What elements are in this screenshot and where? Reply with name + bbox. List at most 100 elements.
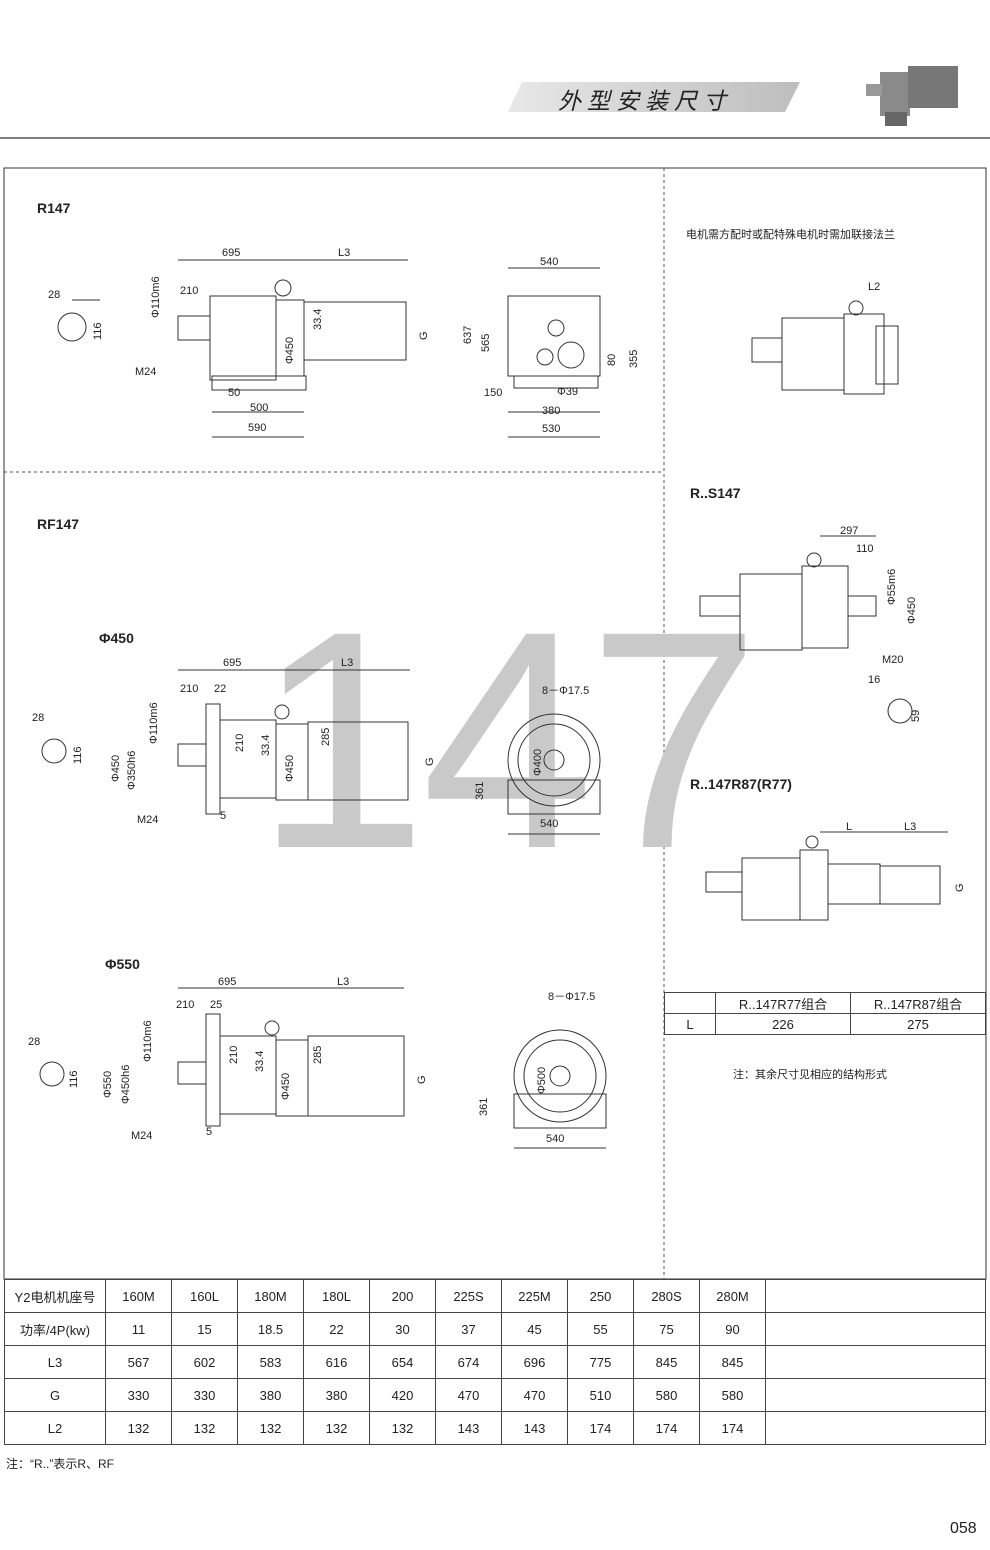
table-cell: 580 <box>699 1378 766 1412</box>
table-cell: 330 <box>171 1378 238 1412</box>
table-cell: 143 <box>435 1411 502 1445</box>
r147r87-dim-l3: L3 <box>904 821 917 833</box>
table-cell: L2 <box>4 1411 106 1445</box>
table-cell: 132 <box>105 1411 172 1445</box>
table-cell: 160L <box>171 1279 238 1313</box>
r147-side-637: 637 <box>462 325 474 344</box>
r147-side-565: 565 <box>480 333 492 352</box>
r147-dim-500: 500 <box>250 402 269 414</box>
f550-dim-28: 28 <box>28 1036 41 1048</box>
table-cell: 470 <box>435 1378 502 1412</box>
f450-dim-361: 361 <box>474 781 486 800</box>
table-cell: 143 <box>501 1411 568 1445</box>
table-cell: G <box>4 1378 106 1412</box>
table-cell: 132 <box>369 1411 436 1445</box>
table-cell <box>765 1378 986 1412</box>
f450-dim-33: 33.4 <box>260 734 272 756</box>
table-cell: 15 <box>171 1312 238 1346</box>
rs147-dim-450: Φ450 <box>906 596 918 624</box>
f450-dim-m24: M24 <box>137 814 159 826</box>
f550-dim-285: 285 <box>312 1045 324 1064</box>
table-cell <box>765 1312 986 1346</box>
table-cell: 18.5 <box>237 1312 304 1346</box>
table-cell: 510 <box>567 1378 634 1412</box>
r147r87-title: R..147R87(R77) <box>690 776 792 792</box>
r147-dim-m24: M24 <box>135 366 157 378</box>
footnote: 注：“R..”表示R、RF <box>6 1457 114 1471</box>
f450-dim-695: 695 <box>223 657 242 669</box>
rf147-f450-title: Φ450 <box>99 630 134 646</box>
r147-dim-590: 590 <box>248 422 267 434</box>
flange-dim-l2: L2 <box>868 281 881 293</box>
table-cell: 845 <box>633 1345 700 1379</box>
table-cell: 580 <box>633 1378 700 1412</box>
table-cell: 75 <box>633 1312 700 1346</box>
table-cell: 132 <box>303 1411 370 1445</box>
table-cell: 674 <box>435 1345 502 1379</box>
r147-dim-50: 50 <box>228 387 241 399</box>
combo-cell: 275 <box>850 1013 986 1035</box>
table-cell: 330 <box>105 1378 172 1412</box>
table-cell: 567 <box>105 1345 172 1379</box>
f450-dim-116: 116 <box>72 746 84 764</box>
f450-dim-pcd: Φ400 <box>532 748 544 776</box>
f450-dim-5: 5 <box>220 810 227 822</box>
table-cell: 775 <box>567 1345 634 1379</box>
spec-table: Y2电机机座号 160M 160L 180M 180L 200 225S 225… <box>4 1279 986 1445</box>
combo-header-cell: R..147R77组合 <box>715 992 851 1014</box>
f550-dim-m24: M24 <box>131 1130 153 1142</box>
table-cell: 845 <box>699 1345 766 1379</box>
f450-dim-285: 285 <box>320 727 332 746</box>
table-cell <box>765 1411 986 1445</box>
r147-side-355: 355 <box>628 349 640 368</box>
table-cell: 37 <box>435 1312 502 1346</box>
r147-title: R147 <box>37 200 71 216</box>
f450-dim-g: G <box>424 757 436 766</box>
f450-dim-m450: Φ450 <box>284 754 296 782</box>
f550-dim-5: 5 <box>206 1126 213 1138</box>
r147-dim-116: 116 <box>92 322 104 340</box>
r147-side-150: 150 <box>484 387 503 399</box>
combo-table: R..147R77组合 R..147R87组合 L 226 275 <box>664 992 986 1035</box>
gearmotor-thumbnail-icon <box>866 66 958 126</box>
f550-dim-phi450: Φ450h6 <box>120 1064 132 1104</box>
table-cell: 470 <box>501 1378 568 1412</box>
table-cell <box>765 1279 986 1313</box>
rs147-dim-16: 16 <box>868 674 881 686</box>
f550-dim-116: 116 <box>68 1070 80 1088</box>
f550-dim-361: 361 <box>478 1097 490 1116</box>
combo-header-cell <box>664 992 716 1014</box>
table-row: G 330 330 380 380 420 470 470 510 580 58… <box>4 1378 986 1412</box>
r147-dim-g: G <box>418 331 430 340</box>
f550-dim-33: 33.4 <box>254 1050 266 1072</box>
table-cell: 174 <box>567 1411 634 1445</box>
rs147-dim-59: 59 <box>910 709 922 722</box>
r147r87-dim-g: G <box>954 883 966 892</box>
table-cell: 22 <box>303 1312 370 1346</box>
rf147-title: RF147 <box>37 516 80 532</box>
f550-dim-phi550: Φ550 <box>102 1070 114 1098</box>
table-row: 功率/4P(kw) 11 15 18.5 22 30 37 45 55 75 9… <box>4 1312 986 1346</box>
table-cell: 174 <box>633 1411 700 1445</box>
table-cell: 功率/4P(kw) <box>4 1312 106 1346</box>
table-cell: 180L <box>303 1279 370 1313</box>
table-row: Y2电机机座号 160M 160L 180M 180L 200 225S 225… <box>4 1279 986 1313</box>
f550-dim-holes: 8－Φ17.5 <box>548 991 596 1003</box>
f550-dim-210v: 210 <box>228 1045 240 1064</box>
table-cell: 11 <box>105 1312 172 1346</box>
table-cell: 616 <box>303 1345 370 1379</box>
f450-dim-210v: 210 <box>234 733 246 752</box>
combo-note: 注：其余尺寸见相应的结构形式 <box>733 1069 887 1081</box>
r147-dim-phi450: Φ450 <box>284 336 296 364</box>
f450-dim-l3: L3 <box>341 657 354 669</box>
table-cell: 696 <box>501 1345 568 1379</box>
table-cell: 132 <box>237 1411 304 1445</box>
table-cell: 654 <box>369 1345 436 1379</box>
banner-title: 外型安装尺寸 <box>558 88 732 114</box>
f550-dim-m450: Φ450 <box>280 1072 292 1100</box>
table-cell: 280S <box>633 1279 700 1313</box>
f550-dim-540: 540 <box>546 1133 565 1145</box>
table-row: L3 567 602 583 616 654 674 696 775 845 8… <box>4 1345 986 1379</box>
table-cell: 280M <box>699 1279 766 1313</box>
